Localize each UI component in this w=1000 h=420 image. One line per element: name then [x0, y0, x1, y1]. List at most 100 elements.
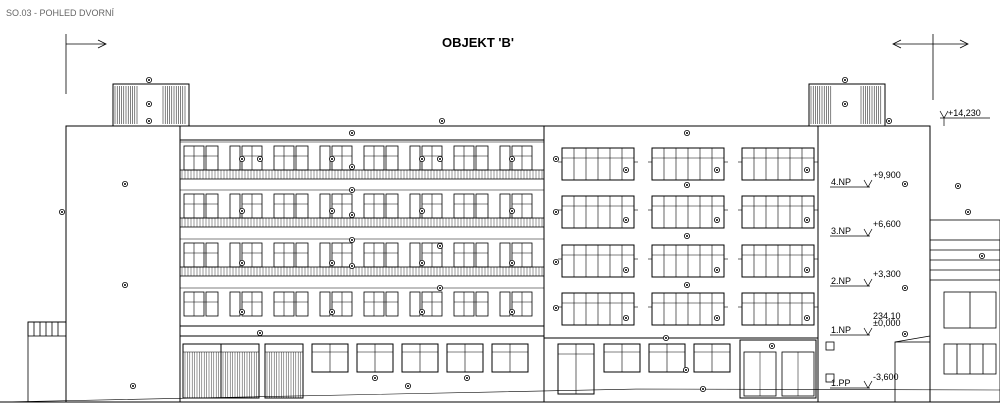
annotation-marker [238, 207, 245, 214]
section-arrow-left [65, 34, 107, 94]
ground-window [446, 343, 484, 373]
ground-window [401, 343, 439, 373]
annotation-marker [328, 155, 335, 162]
window-unit [183, 242, 263, 268]
svg-text:3.NP: 3.NP [831, 226, 851, 236]
annotation-marker [508, 259, 515, 266]
right-wing-windows [558, 147, 818, 326]
annotation-marker [348, 163, 355, 170]
annotation-marker [714, 266, 721, 273]
svg-text:1.PP: 1.PP [831, 378, 851, 388]
annotation-marker [842, 77, 849, 84]
annotation-marker [842, 101, 849, 108]
annotation-marker [436, 242, 443, 249]
window-unit [738, 195, 818, 229]
window-unit [558, 147, 638, 181]
level-2np: 2.NP +3,300 [830, 269, 901, 287]
window-unit [363, 242, 443, 268]
annotation-marker [418, 308, 425, 315]
annotation-marker [684, 232, 691, 239]
left-wing-windows [180, 141, 544, 317]
annotation-marker [714, 216, 721, 223]
level-markers: 4.NP +9,900 3.NP +6,600 2.NP +3,300 234,… [830, 108, 990, 389]
annotation-marker [714, 314, 721, 321]
drawing-title: OBJEKT 'B' [442, 35, 514, 50]
annotation-marker [553, 208, 560, 215]
annotation-marker [902, 180, 909, 187]
annotation-marker [438, 118, 445, 125]
annotation-marker [684, 281, 691, 288]
annotation-marker [902, 284, 909, 291]
annotation-marker [804, 314, 811, 321]
svg-text:-3,600: -3,600 [873, 372, 899, 382]
window-unit [738, 292, 818, 326]
level-1np: 234,10 1.NP ±0,000 [830, 311, 901, 336]
annotation-marker [328, 308, 335, 315]
level-4np: 4.NP +9,900 [830, 170, 901, 188]
annotation-marker [436, 284, 443, 291]
window-unit [363, 291, 443, 317]
annotation-marker [683, 366, 690, 373]
svg-text:234,10: 234,10 [873, 311, 901, 321]
window-unit [648, 195, 728, 229]
sheet-label: SO.03 - POHLED DVORNÍ [6, 8, 115, 18]
annotation-marker [623, 216, 630, 223]
window-unit [558, 292, 638, 326]
garage-door [182, 343, 222, 399]
ground-floor [182, 339, 835, 399]
svg-text:+9,900: +9,900 [873, 170, 901, 180]
annotation-marker [129, 382, 136, 389]
window-unit [648, 147, 728, 181]
svg-text:4.NP: 4.NP [831, 177, 851, 187]
svg-text:2.NP: 2.NP [831, 276, 851, 286]
window-unit [558, 195, 638, 229]
left-annex [27, 321, 67, 403]
svg-text:+6,600: +6,600 [873, 219, 901, 229]
garage-door [264, 343, 304, 399]
annotation-marker [700, 385, 707, 392]
right-adjoining-building [894, 219, 1000, 403]
window-unit [273, 291, 353, 317]
window-unit [273, 242, 353, 268]
entrance-door [739, 339, 817, 399]
annotation-marker [623, 266, 630, 273]
annotation-marker [508, 155, 515, 162]
ground-window [356, 343, 394, 373]
ground-window [311, 343, 349, 373]
window-unit [648, 292, 728, 326]
svg-text:+14,230: +14,230 [948, 108, 981, 118]
annotation-marker [418, 155, 425, 162]
annotation-marker [348, 236, 355, 243]
level-top: +14,230 [939, 108, 990, 126]
svg-text:±0,000: ±0,000 [873, 318, 900, 328]
window-unit [273, 193, 353, 219]
window-unit [183, 145, 263, 171]
annotation-marker [508, 207, 515, 214]
window-unit [738, 244, 818, 278]
window-unit [453, 291, 533, 317]
annotation-marker [418, 207, 425, 214]
annotation-marker [122, 180, 129, 187]
annotation-marker [238, 259, 245, 266]
annotation-marker [256, 329, 263, 336]
ground-window [603, 343, 641, 373]
window-unit [363, 145, 443, 171]
annotation-marker [328, 207, 335, 214]
annotation-marker [804, 216, 811, 223]
annotation-marker [508, 308, 515, 315]
annotation-markers [59, 77, 986, 392]
window-unit [273, 145, 353, 171]
ground-window [693, 343, 731, 373]
rooftop-unit-left [112, 83, 190, 127]
annotation-marker [122, 281, 129, 288]
annotation-marker [684, 181, 691, 188]
annotation-marker [436, 155, 443, 162]
level-1pp: 1.PP -3,600 [830, 372, 899, 389]
annotation-marker [902, 330, 909, 337]
annotation-marker [404, 382, 411, 389]
annotation-marker [59, 208, 66, 215]
annotation-marker [145, 77, 152, 84]
ground-window [491, 343, 529, 373]
annotation-marker [623, 314, 630, 321]
